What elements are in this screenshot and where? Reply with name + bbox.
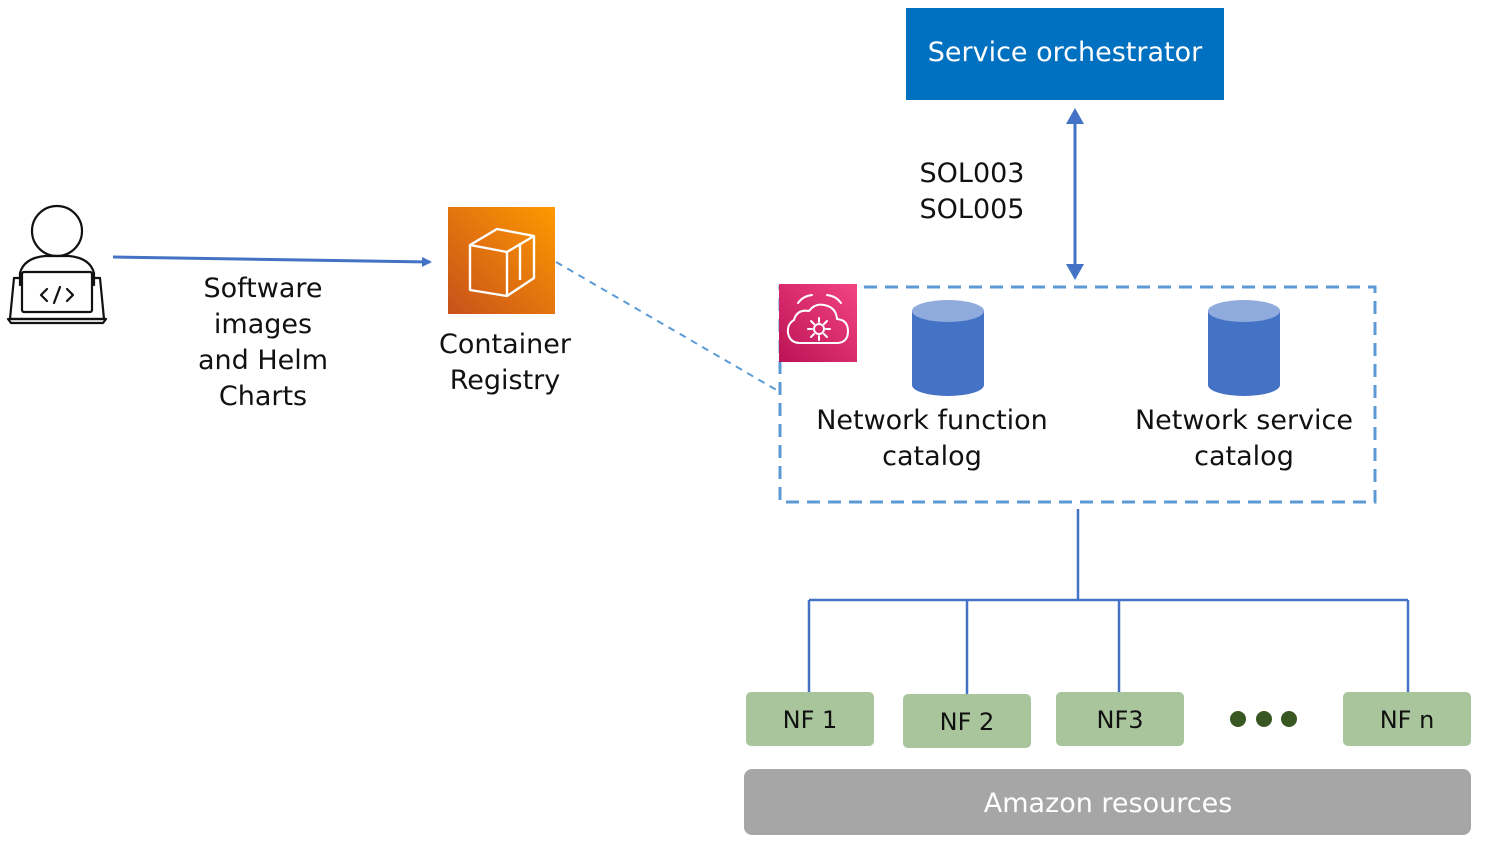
- container-registry-label: Container Registry: [439, 329, 572, 396]
- svg-text:NF 1: NF 1: [783, 706, 838, 734]
- svg-text:images: images: [214, 309, 312, 340]
- container-registry-icon: [448, 207, 555, 314]
- svg-text:Charts: Charts: [219, 381, 307, 412]
- upload-arrow: [112, 255, 432, 267]
- svg-text:Container: Container: [439, 329, 572, 360]
- nf-box-3: NF3: [1056, 692, 1184, 746]
- svg-text:and Helm: and Helm: [198, 345, 328, 376]
- svg-text:NF3: NF3: [1096, 706, 1143, 734]
- registry-catalog-link: [555, 261, 781, 393]
- upload-label: Software images and Helm Charts: [198, 273, 328, 412]
- interface-label-sol005: SOL005: [920, 194, 1025, 225]
- network-function-catalog-database-icon: [912, 300, 984, 396]
- amazon-resources-bar: Amazon resources: [744, 769, 1471, 835]
- svg-text:catalog: catalog: [1194, 441, 1294, 472]
- catalog-group: [778, 285, 1377, 504]
- telco-network-builder-icon: [779, 284, 857, 362]
- network-service-catalog-label: Network service catalog: [1135, 405, 1353, 472]
- svg-text:catalog: catalog: [882, 441, 982, 472]
- developer-laptop-icon: [6, 204, 108, 325]
- amazon-resources-label: Amazon resources: [984, 788, 1233, 819]
- nf-box-n: NF n: [1343, 692, 1471, 746]
- ellipsis-dots-icon: [1230, 711, 1297, 727]
- nf-connector-lines: [807, 509, 1410, 695]
- svg-text:NF n: NF n: [1380, 706, 1435, 734]
- network-service-catalog-database-icon: [1208, 300, 1280, 396]
- nf-box-2: NF 2: [903, 694, 1031, 748]
- network-function-catalog-label: Network function catalog: [816, 405, 1048, 472]
- interface-label-sol003: SOL003: [920, 158, 1025, 189]
- svg-text:Software: Software: [203, 273, 322, 304]
- svg-text:NF 2: NF 2: [940, 708, 995, 736]
- nf-box-1: NF 1: [746, 692, 874, 746]
- service-orchestrator-label: Service orchestrator: [928, 37, 1203, 68]
- svg-text:Network function: Network function: [816, 405, 1048, 436]
- service-orchestrator-box: Service orchestrator: [906, 8, 1224, 100]
- orchestrator-link-arrow: [1066, 108, 1084, 280]
- svg-text:Registry: Registry: [450, 365, 561, 396]
- svg-text:Network service: Network service: [1135, 405, 1353, 436]
